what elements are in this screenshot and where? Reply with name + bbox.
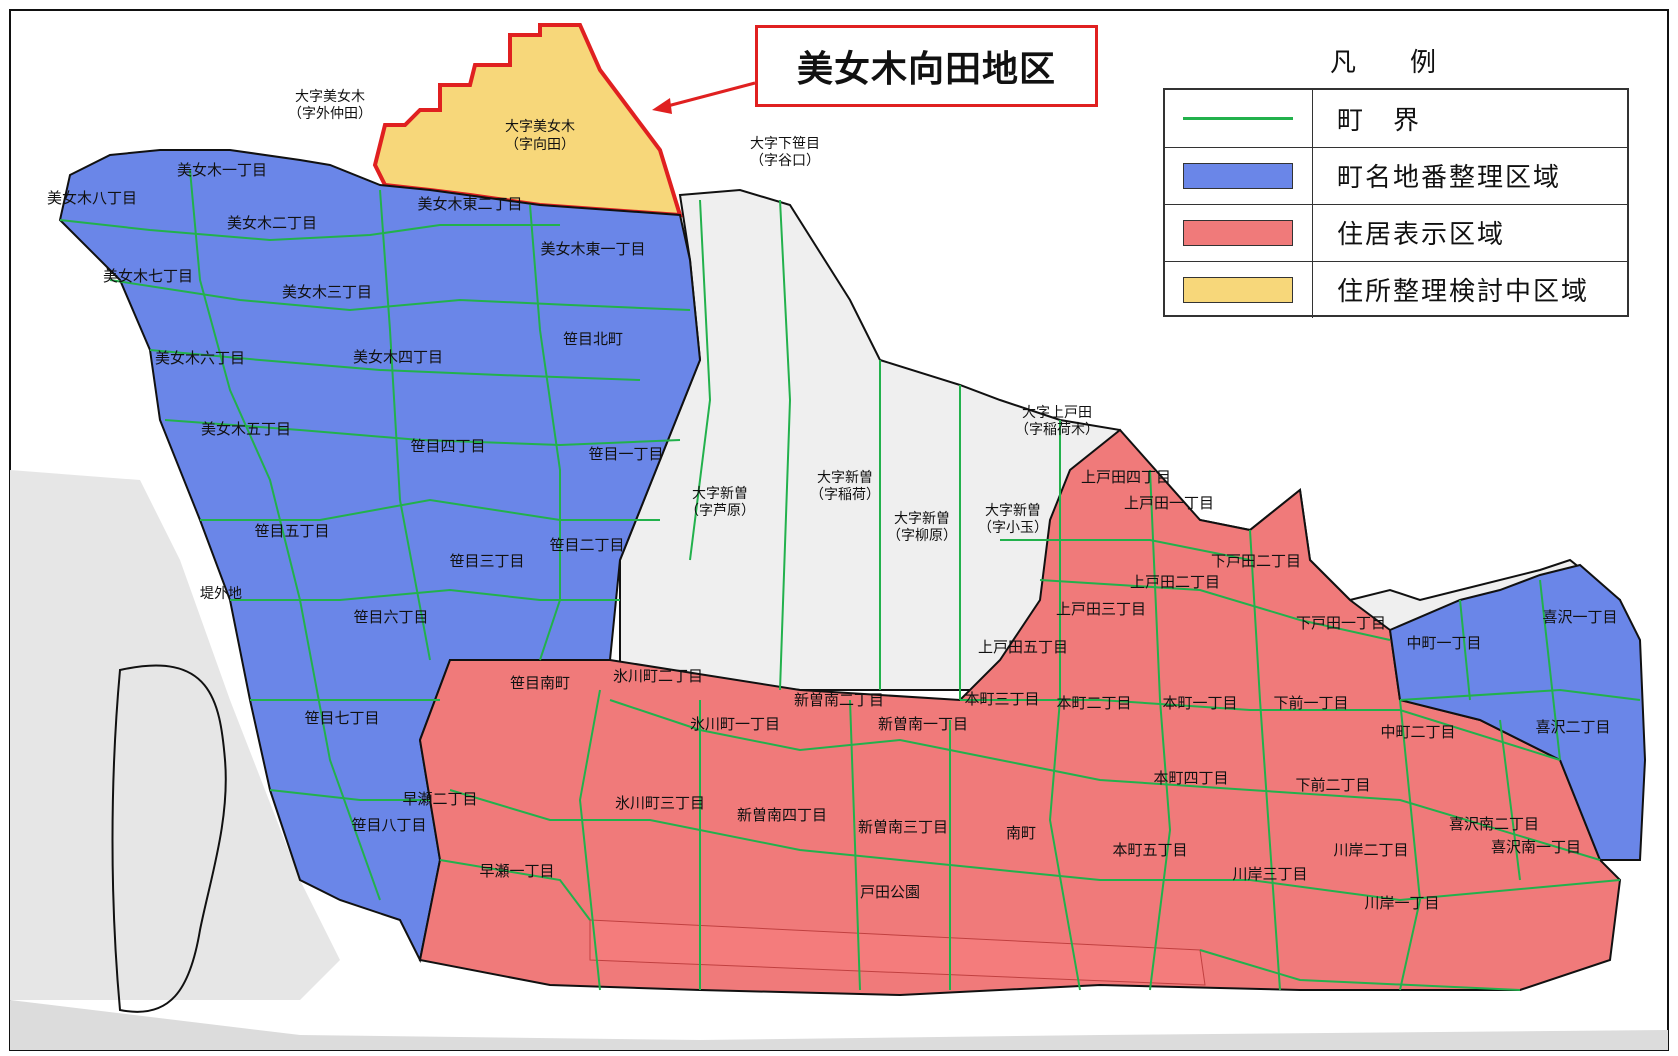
area-label-red: 本町二丁目 <box>1056 694 1131 712</box>
area-label-white: 大字新曽 <box>894 511 950 527</box>
area-label-yellow: （字向田） <box>505 137 575 153</box>
area-label-blue: 笹目六丁目 <box>353 608 428 626</box>
river-area <box>10 1000 1668 1050</box>
legend-label-blue: 町名地番整理区域 <box>1337 163 1562 193</box>
area-label-blue: 美女木五丁目 <box>201 420 291 438</box>
legend-row-red: 住居表示区域 <box>1165 204 1627 262</box>
area-label-red: 戸田公園 <box>860 883 920 901</box>
area-label-red: 下前二丁目 <box>1295 776 1370 794</box>
labels-yellow: 大字美女木 （字向田） <box>505 118 575 153</box>
callout-label: 美女木向田地区 <box>796 49 1056 90</box>
area-label-red: 下戸田二丁目 <box>1211 552 1301 570</box>
area-label-red: 中町二丁目 <box>1380 723 1455 741</box>
town-boundaries <box>59 169 1641 991</box>
area-label-blue: 笹目二丁目 <box>549 536 624 554</box>
legend-swatch-red <box>1183 220 1293 246</box>
callout-arrow-head <box>652 98 672 114</box>
area-label-red: 氷川町一丁目 <box>690 715 780 733</box>
area-label-blue: 笹目八丁目 <box>351 816 426 834</box>
legend-swatch-blue <box>1183 163 1293 189</box>
area-label-red: 川岸一丁目 <box>1364 894 1439 912</box>
area-label-red: 本町三丁目 <box>964 690 1039 708</box>
area-label-blue: 喜沢二丁目 <box>1535 718 1610 736</box>
area-label-red: 喜沢南二丁目 <box>1449 815 1539 833</box>
legend-swatch-boundary <box>1183 117 1293 120</box>
area-label-blue: 中町一丁目 <box>1406 634 1481 652</box>
area-label-blue: 美女木二丁目 <box>227 214 317 232</box>
toda-park-band <box>589 919 1206 986</box>
callout-arrow-line <box>659 81 756 110</box>
area-label-white: （字稲荷木） <box>1015 422 1099 438</box>
legend-row-boundary: 町 界 <box>1165 90 1627 148</box>
area-label-white: 大字新曽 <box>692 486 748 502</box>
area-label-blue: 笹目北町 <box>563 330 623 348</box>
area-label-blue: 美女木東一丁目 <box>540 240 645 258</box>
area-label-blue: 笹目三丁目 <box>449 552 524 570</box>
area-label-blue: 美女木三丁目 <box>282 283 372 301</box>
area-label-white: 大字上戸田 <box>1022 405 1092 421</box>
area-label-red: 川岸三丁目 <box>1232 865 1307 883</box>
area-label-blue: 美女木一丁目 <box>177 161 267 179</box>
area-label-red: 上戸田一丁目 <box>1124 494 1214 512</box>
legend-label-yellow: 住所整理検討中区域 <box>1337 277 1590 307</box>
area-label-blue: 笹目一丁目 <box>588 445 663 463</box>
area-label-red: 氷川町三丁目 <box>615 794 705 812</box>
legend-row-blue: 町名地番整理区域 <box>1165 147 1627 205</box>
area-label-blue: 美女木四丁目 <box>353 348 443 366</box>
area-label-red: 上戸田五丁目 <box>978 638 1068 656</box>
callout-box: 美女木向田地区 <box>755 25 1098 107</box>
labels-white: 大字美女木（字外仲田）大字下笹目（字谷口）大字上戸田（字稲荷木）大字新曽（字稲荷… <box>200 88 1099 602</box>
area-label-red: 新曽南一丁目 <box>878 715 968 733</box>
area-label-red: 笹目南町 <box>510 674 570 692</box>
area-label-blue: 笹目五丁目 <box>254 522 329 540</box>
levee-outline <box>111 664 227 1013</box>
area-label-blue: 美女木七丁目 <box>103 267 193 285</box>
area-label-white: 大字下笹目 <box>750 136 820 152</box>
legend-swatch-yellow <box>1183 277 1293 303</box>
legend: 町 界 町名地番整理区域 住居表示区域 住所整理検討中区域 <box>1163 88 1629 318</box>
area-label-blue: 美女木八丁目 <box>47 189 137 207</box>
area-label-red: 本町四丁目 <box>1153 769 1228 787</box>
area-label-red: 南町 <box>1006 824 1036 842</box>
area-label-white: 堤外地 <box>200 586 242 602</box>
area-label-red: 新曽南二丁目 <box>794 691 884 709</box>
area-label-red: 下戸田一丁目 <box>1296 614 1386 632</box>
area-label-red: 早瀬二丁目 <box>402 790 477 808</box>
area-label-white: （字外仲田） <box>288 106 372 122</box>
levee-area <box>10 470 340 1000</box>
area-label-white: （字柳原） <box>887 527 957 544</box>
area-label-red: 上戸田三丁目 <box>1056 600 1146 618</box>
area-label-yellow: 大字美女木 <box>505 118 575 135</box>
area-label-red: 新曽南三丁目 <box>858 818 948 836</box>
area-label-red: 川岸二丁目 <box>1333 841 1408 859</box>
area-label-red: 氷川町二丁目 <box>613 667 703 685</box>
area-label-red: 上戸田四丁目 <box>1081 468 1171 486</box>
area-label-blue: 笹目四丁目 <box>410 437 485 455</box>
area-label-white: 大字美女木 <box>295 88 365 105</box>
area-label-white: 大字新曽 <box>985 503 1041 519</box>
labels-red: 上戸田四丁目上戸田一丁目下戸田二丁目上戸田二丁目上戸田三丁目下戸田一丁目上戸田五… <box>402 468 1581 912</box>
legend-label-boundary: 町 界 <box>1337 106 1422 136</box>
legend-title: 凡 例 <box>1330 48 1451 78</box>
area-label-blue: 美女木東二丁目 <box>417 195 522 213</box>
area-label-blue: 喜沢一丁目 <box>1542 608 1617 626</box>
area-label-red: 喜沢南一丁目 <box>1491 838 1581 856</box>
blue-area-east <box>1388 563 1647 861</box>
area-label-red: 新曽南四丁目 <box>737 806 827 824</box>
area-label-blue: 美女木六丁目 <box>155 349 245 367</box>
legend-label-red: 住居表示区域 <box>1337 220 1506 250</box>
area-label-white: （字小玉） <box>978 520 1048 536</box>
area-label-white: （字稲荷） <box>810 487 880 503</box>
area-label-red: 本町五丁目 <box>1112 841 1187 859</box>
area-label-white: 大字新曽 <box>817 470 873 486</box>
area-label-red: 上戸田二丁目 <box>1130 573 1220 591</box>
legend-row-yellow: 住所整理検討中区域 <box>1165 261 1627 318</box>
area-label-white: （字谷口） <box>750 153 820 169</box>
area-label-red: 下前一丁目 <box>1273 694 1348 712</box>
area-label-white: （字芦原） <box>685 503 755 519</box>
area-label-red: 本町一丁目 <box>1162 694 1237 712</box>
area-label-red: 早瀬一丁目 <box>479 862 554 880</box>
area-label-blue: 笹目七丁目 <box>304 709 379 727</box>
